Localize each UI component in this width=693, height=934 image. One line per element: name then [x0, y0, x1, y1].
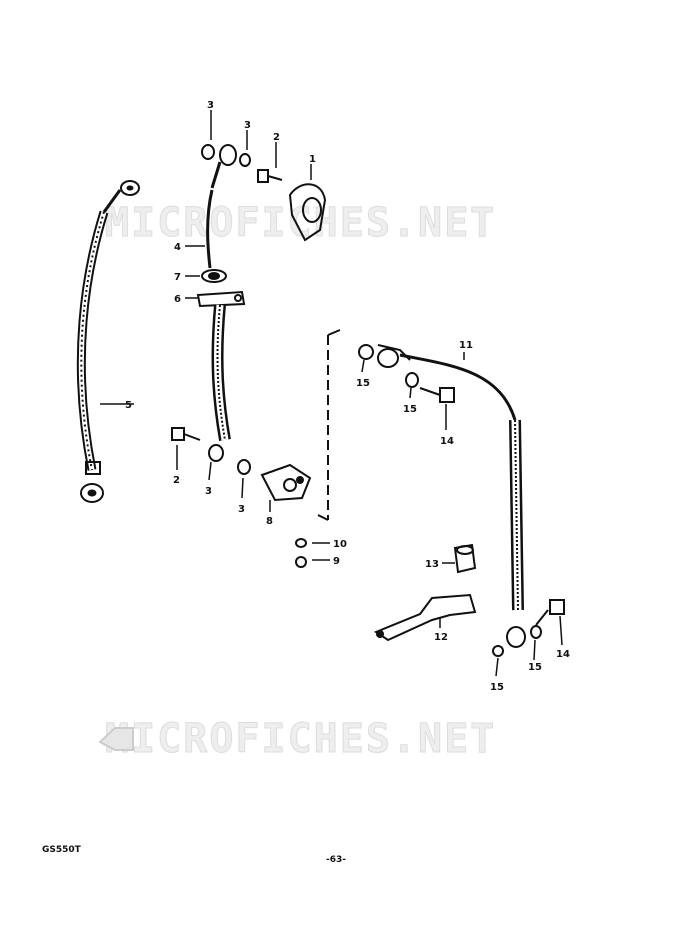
callout-12: 12: [434, 632, 448, 643]
bolt-part-14-bottom: [535, 599, 565, 626]
watermark-arrow-icon: [98, 727, 134, 751]
model-code: GS550T: [42, 845, 82, 855]
page-number: -63-: [326, 855, 346, 865]
watermark-bottom: MICROFICHES.NET: [105, 716, 496, 762]
screw-part-9: [295, 556, 307, 568]
callout-1: 1: [309, 154, 316, 165]
callout-7: 7: [174, 272, 181, 283]
bolt-part-14-top: [419, 387, 455, 403]
callout-6: 6: [174, 294, 181, 305]
brake-hose-part-11: [358, 344, 542, 657]
brake-hose-part-5: [76, 180, 140, 503]
watermark-top: MICROFICHES.NET: [105, 200, 496, 246]
callout-15: 15: [490, 682, 504, 693]
callout-14: 14: [556, 649, 570, 660]
bolt-part-2-bottom: [171, 427, 201, 441]
brake-hose-part-4: [201, 144, 251, 269]
callout-8: 8: [266, 516, 273, 527]
bracket-part-12: [373, 593, 477, 642]
clamp-part-6: [196, 290, 246, 308]
callout-2: 2: [173, 475, 180, 486]
callout-10: 10: [333, 539, 347, 550]
washer-part-15-right: [405, 372, 419, 388]
callout-4: 4: [174, 242, 181, 253]
callout-15: 15: [356, 378, 370, 389]
callout-3: 3: [207, 100, 214, 111]
bolt-part-2-top: [257, 169, 283, 183]
grommet-part-7: [201, 269, 227, 283]
callout-5: 5: [125, 400, 132, 411]
callout-9: 9: [333, 556, 340, 567]
callout-3: 3: [205, 486, 212, 497]
callout-leaders: [100, 110, 563, 677]
junction-part-8: [260, 463, 312, 502]
callout-2: 2: [273, 132, 280, 143]
callout-3: 3: [244, 120, 251, 131]
callout-3: 3: [238, 504, 245, 515]
callout-15: 15: [528, 662, 542, 673]
connection-line: [317, 329, 341, 521]
grommet-part-13: [453, 543, 477, 574]
callout-11: 11: [459, 340, 473, 351]
screw-part-10: [295, 538, 307, 548]
cap-part-1: [288, 183, 327, 242]
callout-15: 15: [403, 404, 417, 415]
brake-hose-center: [208, 304, 251, 475]
callout-13: 13: [425, 559, 439, 570]
callout-14: 14: [440, 436, 454, 447]
